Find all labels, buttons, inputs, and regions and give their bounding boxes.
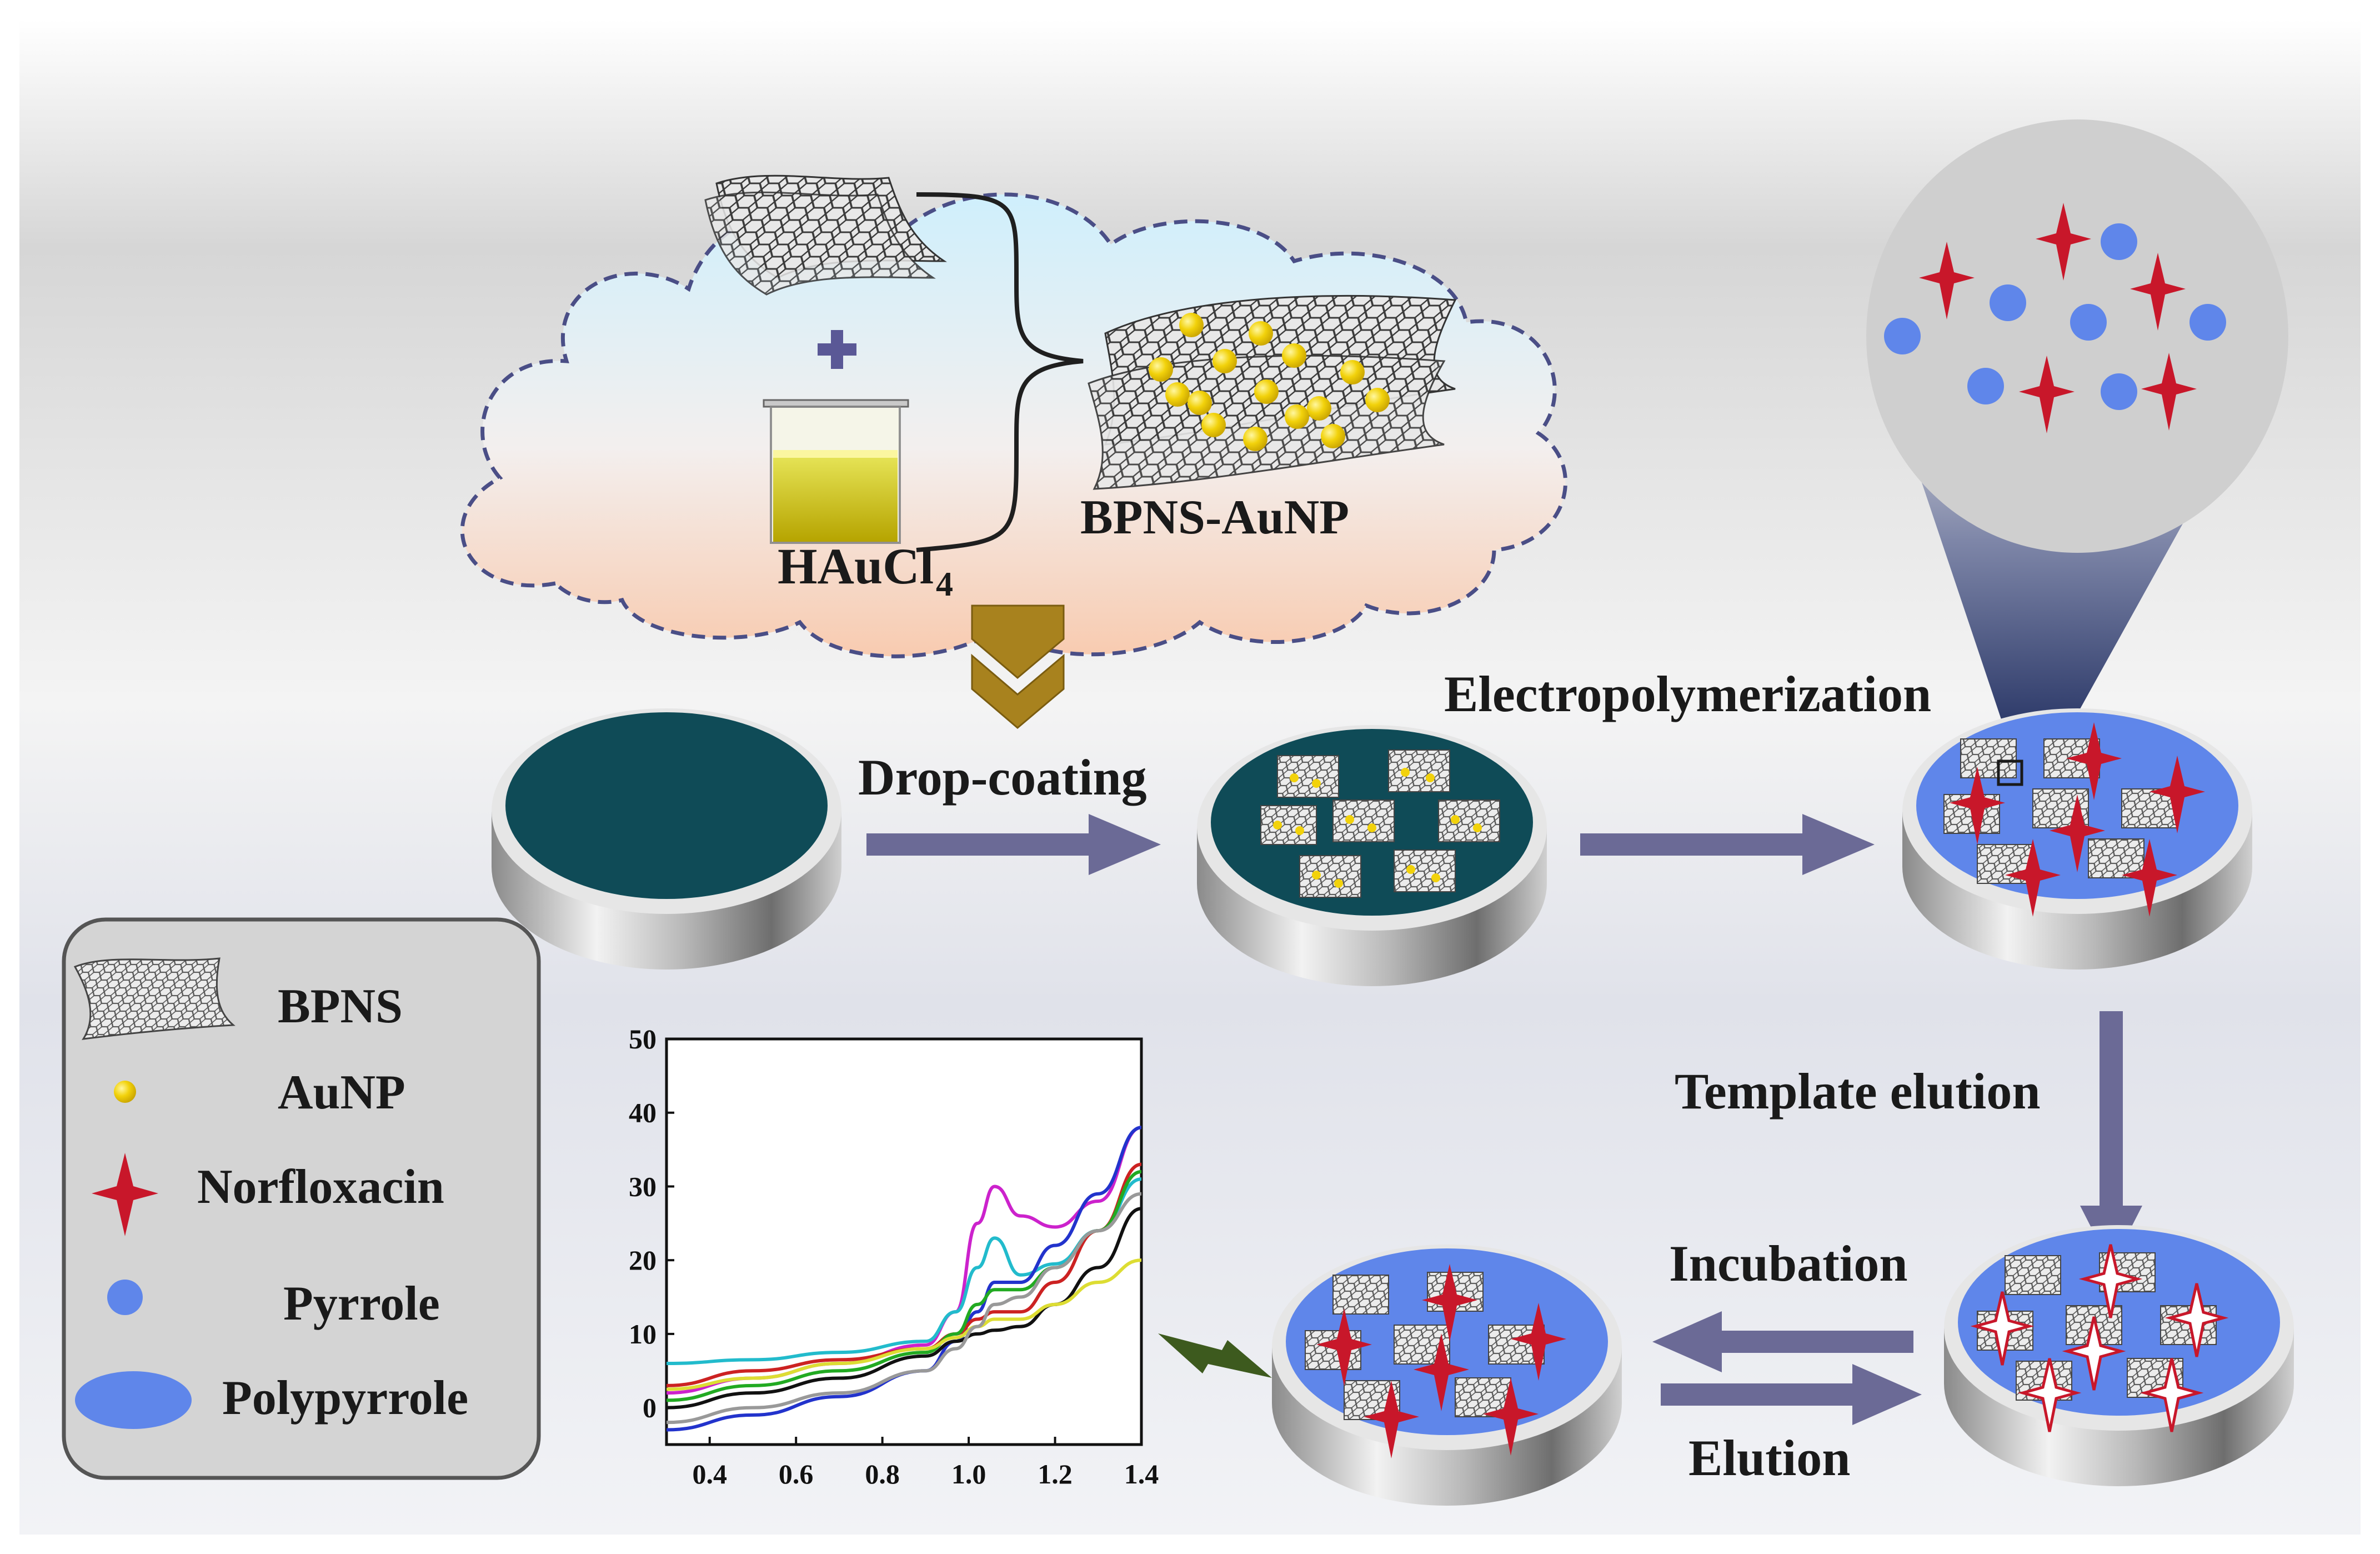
chart-series-line-2	[666, 1126, 1142, 1432]
mip-electrode-rebound	[1272, 1245, 1622, 1506]
legend-norfloxacin-icon	[92, 1153, 158, 1236]
hauCl4-label: HAuCl	[778, 538, 934, 594]
bpns-aunp-label: BPNS-AuNP	[1080, 491, 1349, 544]
incubation-arrow	[1652, 1311, 1913, 1372]
chart-y-tick-label: 40	[629, 1097, 657, 1128]
modified-electrode	[1197, 725, 1547, 986]
chart-y-tick-label: 50	[629, 1023, 657, 1055]
electropolymerization-label: Electropolymerization	[1444, 666, 1931, 722]
chart-x-tick-label: 0.6	[779, 1458, 814, 1490]
chart-series-group	[666, 1126, 1142, 1432]
chart-x-tick-label: 0.4	[692, 1458, 727, 1490]
bare-electrode	[492, 708, 841, 970]
chart-plot-area	[665, 1037, 1143, 1446]
legend-aunp-icon	[114, 1081, 136, 1103]
drop-coating-label: Drop-coating	[858, 749, 1147, 806]
hauCl4-subscript: 4	[936, 566, 953, 603]
chart-series-line-3	[666, 1162, 1142, 1387]
chart-x-tick-label: 1.4	[1124, 1458, 1159, 1490]
legend-box: BPNS AuNP Norfloxacin Pyrrole Polypyrrol…	[62, 917, 541, 1480]
lightning-bolt-icon	[1158, 1333, 1272, 1378]
curly-brace	[916, 192, 1084, 552]
chart-series-line-5	[666, 1207, 1142, 1410]
chart-x-tick-label: 1.2	[1038, 1458, 1073, 1490]
drop-coating-arrow	[866, 814, 1161, 875]
legend-label-bpns: BPNS	[278, 980, 403, 1033]
plus-icon	[818, 330, 856, 369]
chart-series-line-7	[666, 1192, 1142, 1425]
legend-label-norfloxacin: Norfloxacin	[197, 1160, 444, 1214]
chart-y-tick-label: 0	[643, 1392, 657, 1423]
magnification-cone	[1866, 119, 2288, 764]
bpns-sheet-icon	[704, 174, 947, 296]
bpns-aunp-composite	[1088, 295, 1457, 490]
electropolymerization-arrow	[1580, 814, 1875, 875]
template-elution-label: Template elution	[1675, 1063, 2041, 1120]
legend-label-aunp: AuNP	[278, 1066, 405, 1120]
dpv-chart: 0.4 0.6 0.8 1.0 1.2 1.4 0 10 20 30 40 50	[629, 1023, 1159, 1490]
legend-label-polypyrrole: Polypyrrole	[222, 1371, 468, 1425]
incubation-label: Incubation	[1669, 1235, 1908, 1292]
chart-y-tick-label: 30	[629, 1171, 657, 1202]
chart-x-tick-label: 0.8	[865, 1458, 900, 1490]
legend-label-pyrrole: Pyrrole	[283, 1277, 440, 1331]
mip-electrode-templated	[1902, 708, 2252, 970]
chart-y-tick-label: 10	[629, 1318, 657, 1350]
elution-arrow	[1661, 1364, 1922, 1425]
chart-x-tick-label: 1.0	[951, 1458, 986, 1490]
pyrrole-monomers	[1884, 223, 2226, 410]
chart-axis-ticks: 0.4 0.6 0.8 1.0 1.2 1.4 0 10 20 30 40 50	[629, 1023, 1159, 1490]
norfloxacin-molecules	[1919, 203, 2197, 433]
legend-polypyrrole-icon	[75, 1371, 192, 1429]
elution-label: Elution	[1688, 1430, 1850, 1486]
mip-electrode-eluted	[1944, 1225, 2294, 1486]
chart-series-line-6	[666, 1258, 1142, 1391]
legend-pyrrole-icon	[107, 1280, 143, 1315]
chart-y-tick-label: 20	[629, 1245, 657, 1276]
beaker-icon	[763, 399, 909, 544]
legend-bpns-icon	[73, 957, 236, 1040]
gold-chevron-arrow	[971, 604, 1065, 729]
